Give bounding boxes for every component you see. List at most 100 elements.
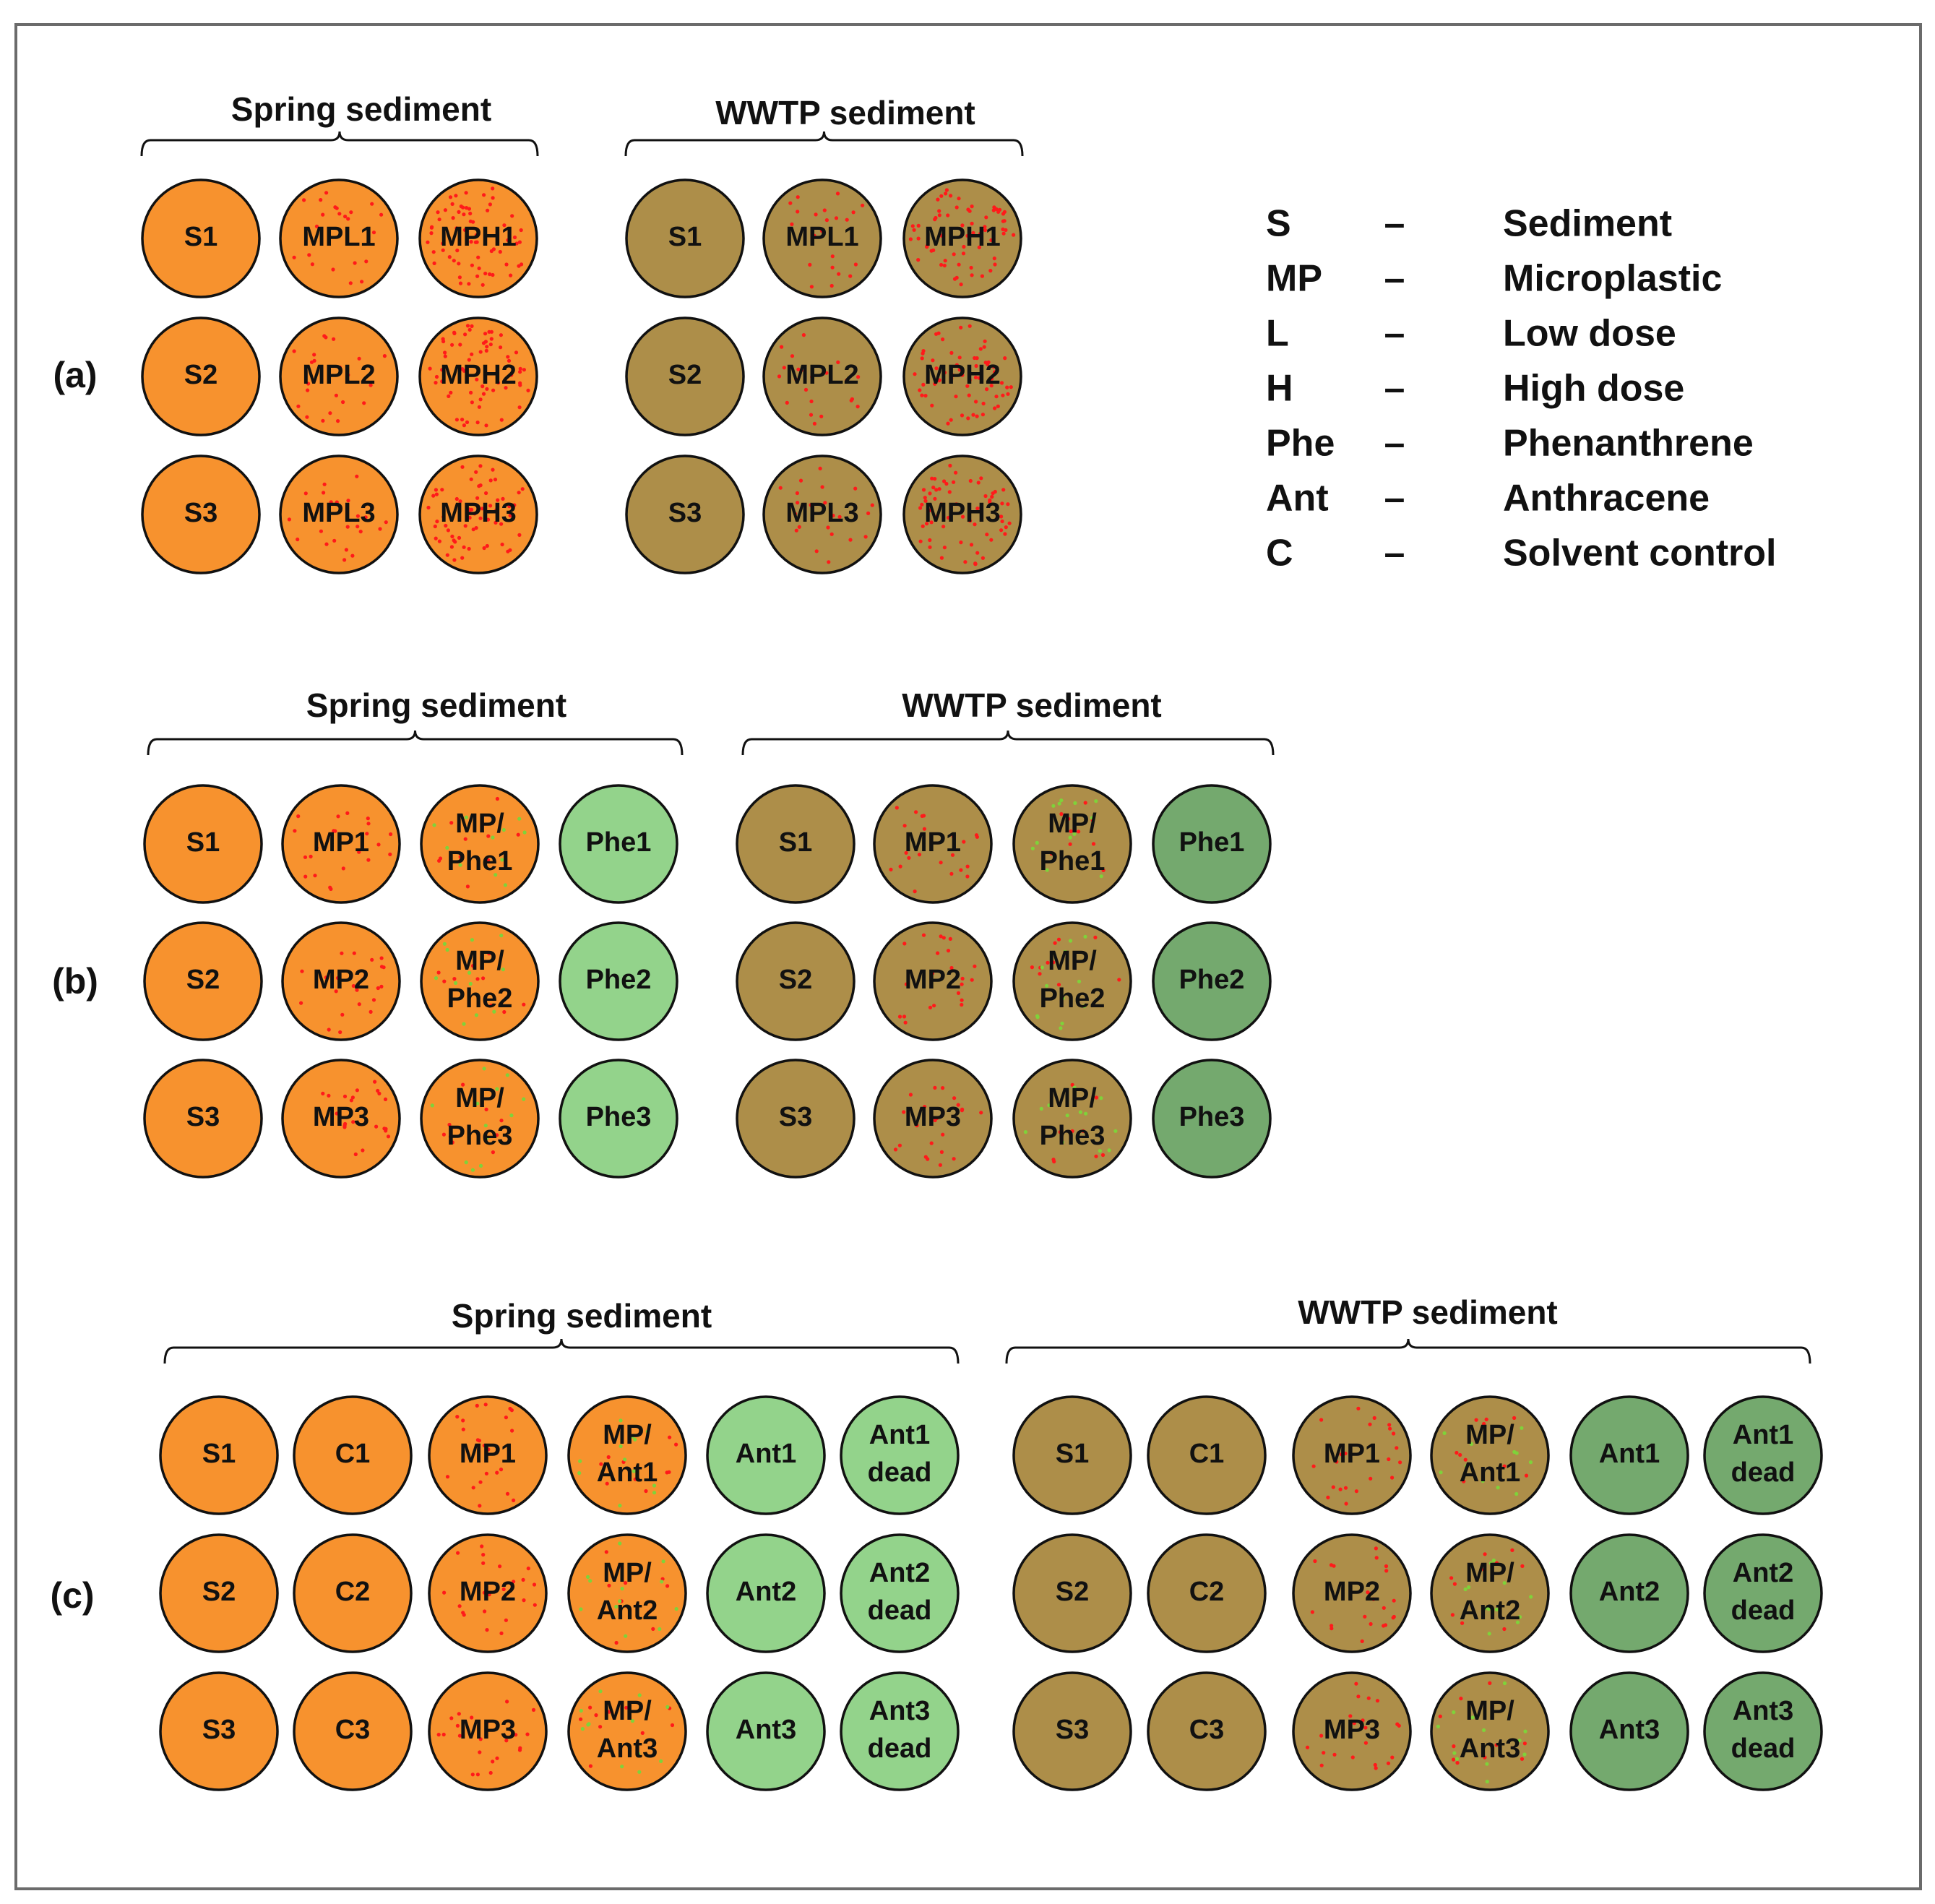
particle-dot (920, 393, 924, 397)
particle-dot (335, 1111, 339, 1116)
particle-dot (818, 466, 822, 471)
particle-dot (488, 504, 493, 508)
particle-dot (1040, 965, 1044, 970)
legend-meaning: Anthracene (1503, 478, 1710, 520)
legend-abbr: Phe (1266, 423, 1335, 465)
particle-dot (651, 1627, 655, 1631)
particle-dot (480, 507, 484, 511)
particle-dot (499, 1468, 504, 1472)
particle-dot (491, 272, 495, 277)
particle-dot (475, 1101, 480, 1106)
particle-dot (478, 483, 483, 488)
well-label: dead (868, 1595, 932, 1626)
particle-dot (478, 1504, 482, 1508)
particle-dot (939, 502, 944, 507)
legend-dash: – (1384, 533, 1405, 574)
particle-dot (1051, 1158, 1056, 1162)
particle-dot (345, 811, 350, 815)
particle-dot (370, 202, 374, 206)
particle-dot (957, 356, 962, 360)
particle-dot (918, 388, 922, 392)
particle-dot (518, 370, 522, 374)
sample-well: C2 (293, 1533, 413, 1653)
particle-dot (509, 1408, 514, 1413)
particle-dot (1390, 1476, 1395, 1480)
particle-dot (468, 211, 473, 216)
particle-dot (322, 482, 327, 486)
particle-dot (941, 525, 946, 529)
particle-dot (307, 253, 311, 257)
well-circle (159, 1671, 279, 1791)
particle-dot (1469, 1442, 1474, 1446)
particle-dot (968, 209, 972, 213)
legend-dash: – (1384, 423, 1405, 465)
particle-dot (484, 1471, 489, 1476)
particle-dot (474, 470, 478, 474)
well-label: MPH2 (440, 360, 517, 390)
particle-dot (483, 1609, 487, 1614)
particle-dot (633, 1477, 637, 1481)
well-circle (1012, 1533, 1132, 1653)
particle-dot (482, 1590, 486, 1595)
particle-dot (324, 975, 328, 980)
particle-dot (333, 205, 337, 210)
particle-dot (903, 1020, 908, 1025)
sample-well: MPL3 (279, 455, 399, 574)
particle-dot (912, 228, 916, 232)
particle-dot (853, 262, 858, 267)
well-circle (1569, 1671, 1689, 1791)
particle-dot (1512, 1472, 1516, 1476)
well-circle (293, 1395, 413, 1515)
well-label: S1 (1056, 1439, 1089, 1469)
particle-dot (1465, 1464, 1469, 1468)
particle-dot (494, 508, 499, 512)
particle-dot (973, 561, 978, 566)
particle-dot (836, 360, 840, 364)
well-label: MP/ (1048, 809, 1097, 839)
particle-dot (441, 514, 446, 519)
legend-dash: – (1384, 203, 1405, 245)
particle-dot (313, 874, 317, 878)
particle-dot (1070, 1129, 1074, 1133)
particle-dot (465, 324, 470, 328)
particle-dot (1392, 1598, 1396, 1603)
particle-dot (948, 936, 952, 941)
particle-dot (796, 210, 800, 214)
particle-dot (831, 513, 835, 518)
particle-dot (370, 957, 374, 962)
well-label: C2 (1189, 1577, 1225, 1607)
particle-dot (819, 414, 824, 418)
particle-dot (345, 525, 350, 529)
particle-dot (1113, 1129, 1118, 1133)
particle-dot (1371, 1597, 1376, 1601)
particle-dot (335, 500, 339, 504)
well-circle (159, 1395, 279, 1515)
particle-dot (1059, 811, 1064, 817)
particle-dot (960, 998, 964, 1002)
particle-dot (1392, 1614, 1396, 1619)
well-label: Phe1 (1179, 827, 1245, 858)
particle-dot (489, 1003, 494, 1007)
well-circle (567, 1533, 687, 1653)
particle-dot (327, 1028, 331, 1032)
well-circle (420, 921, 540, 1041)
particle-dot (1003, 356, 1007, 361)
particle-dot (983, 494, 988, 499)
well-circle (1430, 1671, 1550, 1791)
sample-well: S2 (159, 1533, 279, 1653)
particle-dot (355, 988, 359, 992)
particle-dot (346, 499, 350, 503)
particle-dot (923, 1155, 928, 1159)
particle-dot (959, 868, 963, 872)
particle-dot (452, 977, 457, 981)
particle-dot (993, 370, 997, 374)
particle-dot (440, 488, 444, 492)
sample-well: MP2 (1292, 1533, 1412, 1653)
sample-well: MPL1 (279, 178, 399, 298)
particle-dot (1455, 1450, 1459, 1455)
legend-row: Phe–Phenanthrene (1266, 423, 1754, 465)
well-label: S3 (668, 498, 702, 528)
particle-dot (522, 830, 527, 835)
